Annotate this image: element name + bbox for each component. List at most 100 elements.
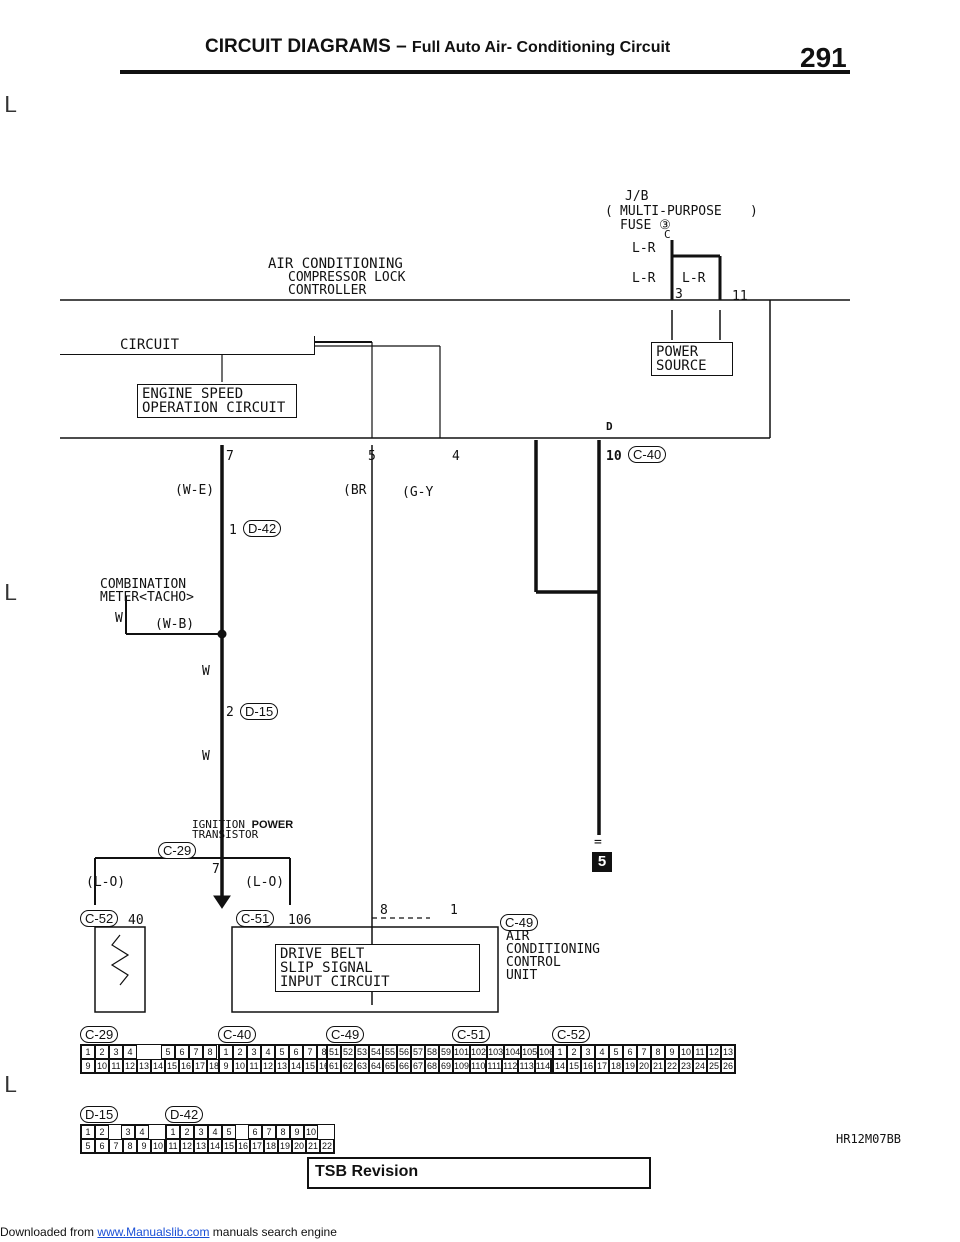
controller-title: AIR CONDITIONING [268,256,403,272]
connector-pin: 59 [439,1045,453,1059]
power-source-label: SOURCE [656,358,707,374]
connector-d-15-label: D-15 [80,1106,119,1123]
pin-number: 5 [368,449,376,464]
connector-pin: 7 [189,1045,203,1059]
connector-pin: 7 [303,1045,317,1059]
margin-mark-1: ᒪ [4,92,17,117]
connector-c-40-label: C-40 [218,1026,257,1043]
pin-number: 11 [732,289,748,304]
connector-pin: 16 [581,1059,595,1073]
connector-pin: 111 [486,1059,503,1073]
margin-mark-2: ᒪ [4,580,17,605]
header-rule [120,70,850,74]
pin-number: 3 [675,287,683,302]
connector-pin: 4 [123,1045,137,1059]
connector-pin: 12 [261,1059,275,1073]
continuation-mark: = [594,835,602,850]
connector-pin: 5 [161,1045,175,1059]
pin-number: 7 [226,449,234,464]
connector-pin: 8 [203,1045,217,1059]
wire-color: W [202,664,210,679]
connector-pin: 55 [383,1045,397,1059]
footer-text: Downloaded from [0,1225,95,1239]
connector-pin: 1 [81,1125,95,1139]
connector-pin: 63 [355,1059,369,1073]
connector-pin: 9 [219,1059,233,1073]
connector-pin: 13 [194,1139,208,1153]
connector-c51: C-51 [236,910,275,927]
page-ref-square: 5 [592,852,612,872]
connector-pin: 113 [518,1059,535,1073]
connector-pin: 1 [166,1125,180,1139]
pin-number: 40 [128,913,144,928]
wire-color: (L-O) [86,875,126,890]
connector-d42: D-42 [243,520,282,537]
connector-pin [236,1125,248,1139]
connector-mark: D [606,420,613,433]
pin-number: 10 [606,449,622,464]
connector-c-29-label: C-29 [80,1026,119,1043]
fuse-marker: C [664,228,671,241]
connector-pin: 17 [595,1059,609,1073]
connector-pin: 5 [275,1045,289,1059]
connector-pin: 11 [693,1045,707,1059]
figure-code: HR12M07BB [836,1132,902,1146]
connector-pin: 9 [290,1125,304,1139]
connector-pin: 2 [233,1045,247,1059]
header-dash: – [396,36,407,57]
connector-pin: 3 [247,1045,261,1059]
connector-pin: 105 [521,1045,539,1059]
connector-pin: 17 [250,1139,264,1153]
connector-pin: 52 [341,1045,355,1059]
control-unit-label: CONTROL [506,955,561,970]
connector-d15: D-15 [240,703,279,720]
connector-pin: 8 [651,1045,665,1059]
ignition-label: TRANSISTOR [192,828,259,841]
connector-pin: 4 [595,1045,609,1059]
connector-pin: 2 [95,1125,109,1139]
connector-c-51-label: C-51 [452,1026,491,1043]
connector-pin: 3 [109,1045,123,1059]
connector-pin: 3 [581,1045,595,1059]
tsb-revision-label: TSB Revision [315,1163,419,1180]
connector-pin: 20 [292,1139,306,1153]
connector-pin: 19 [278,1139,292,1153]
connector-pin: 7 [262,1125,276,1139]
connector-pin: 1 [81,1045,95,1059]
connector-pin-grid: 5152535455565758596061626364656667686970 [326,1044,468,1074]
header-title: CIRCUIT DIAGRAMS [205,36,391,57]
connector-pin: 22 [320,1139,334,1153]
drive-belt-label: INPUT CIRCUIT [280,974,390,990]
connector-pin: 23 [679,1059,693,1073]
engine-speed-box: ENGINE SPEED OPERATION CIRCUIT [137,384,297,418]
connector-pin: 11 [247,1059,261,1073]
wire-color: (L-O) [245,875,285,890]
drive-belt-label: SLIP SIGNAL [280,960,373,976]
connector-pin: 2 [95,1045,109,1059]
connector-pin: 4 [208,1125,222,1139]
connector-pin: 9 [81,1059,95,1073]
meter-label: COMBINATION [100,577,187,592]
connector-pin [149,1045,161,1059]
connector-pin: 21 [651,1059,665,1073]
connector-pin: 17 [193,1059,207,1073]
connector-pin: 11 [109,1059,123,1073]
wire-color-lr: L-R [682,271,706,286]
connector-pin: 58 [425,1045,439,1059]
connector-pin: 7 [109,1139,123,1153]
pin-number: 1 [450,903,458,918]
connector-pin: 6 [289,1045,303,1059]
connector-pin: 3 [121,1125,135,1139]
connector-pin: 65 [383,1059,397,1073]
connector-pin: 7 [637,1045,651,1059]
pin-number: 8 [380,903,388,918]
connector-pin: 64 [369,1059,383,1073]
connector-pin: 5 [609,1045,623,1059]
connector-pin: 10 [233,1059,247,1073]
connector-pin: 14 [289,1059,303,1073]
footer-link[interactable]: www.Manualslib.com [97,1225,210,1239]
connector-pin [137,1045,149,1059]
